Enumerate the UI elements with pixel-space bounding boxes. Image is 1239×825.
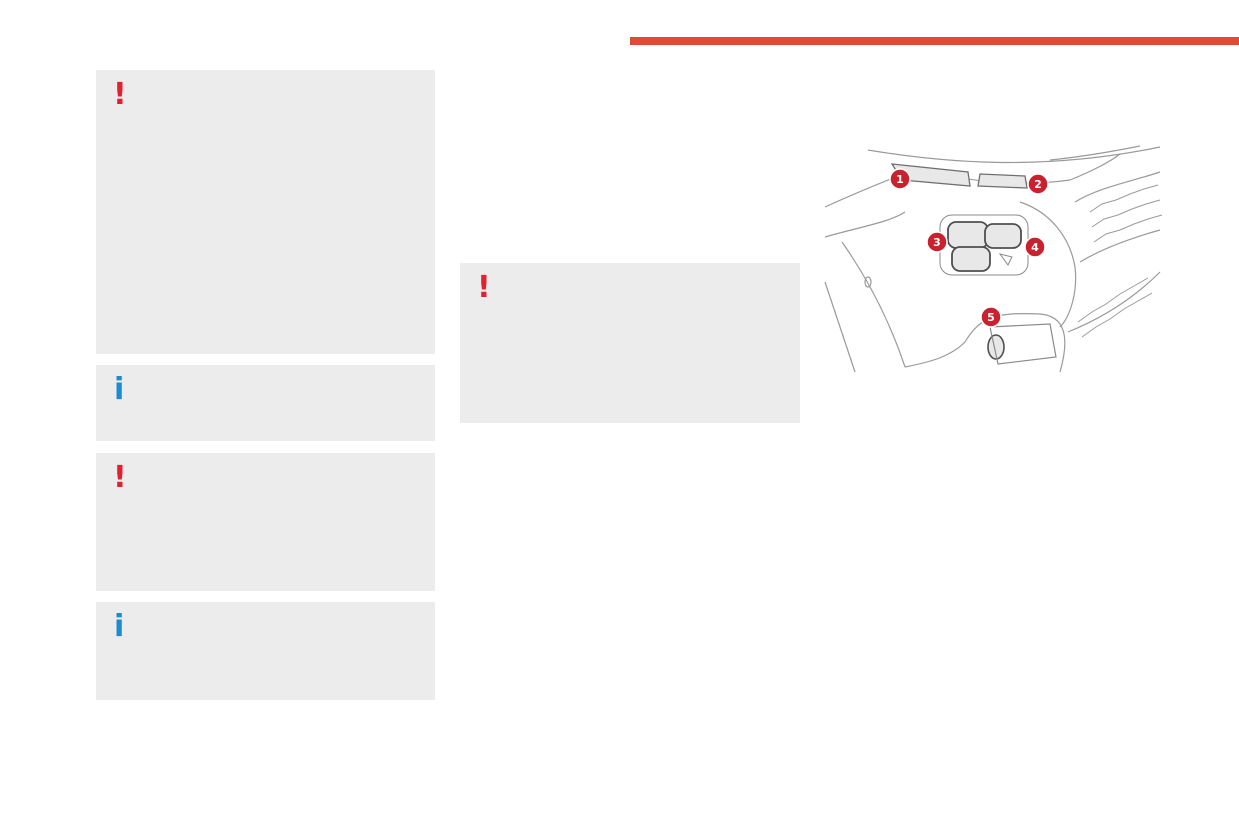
warning-note-box: ! bbox=[96, 70, 435, 354]
svg-text:1: 1 bbox=[896, 173, 904, 186]
header-accent-bar bbox=[630, 37, 1239, 45]
callout-1: 1 bbox=[889, 168, 911, 190]
svg-text:2: 2 bbox=[1034, 178, 1042, 191]
callout-4: 4 bbox=[1024, 236, 1046, 258]
info-icon: i bbox=[114, 372, 125, 407]
exclamation-icon: ! bbox=[113, 77, 127, 112]
callout-2: 2 bbox=[1027, 173, 1049, 195]
warning-note-box: ! bbox=[96, 453, 435, 591]
svg-text:3: 3 bbox=[933, 236, 941, 249]
info-note-box: i bbox=[96, 602, 435, 700]
callout-badges: 1 2 3 4 5 bbox=[889, 168, 1049, 328]
exclamation-icon: ! bbox=[113, 460, 127, 495]
callout-5: 5 bbox=[980, 306, 1002, 328]
info-note-box: i bbox=[96, 365, 435, 441]
info-icon: i bbox=[114, 609, 125, 644]
svg-text:5: 5 bbox=[987, 311, 995, 324]
warning-note-box: ! bbox=[460, 263, 800, 423]
exclamation-icon: ! bbox=[477, 270, 491, 305]
svg-text:4: 4 bbox=[1031, 241, 1039, 254]
callout-3: 3 bbox=[926, 231, 948, 253]
front-lights-illustration: 1 2 3 4 5 bbox=[824, 145, 1163, 373]
